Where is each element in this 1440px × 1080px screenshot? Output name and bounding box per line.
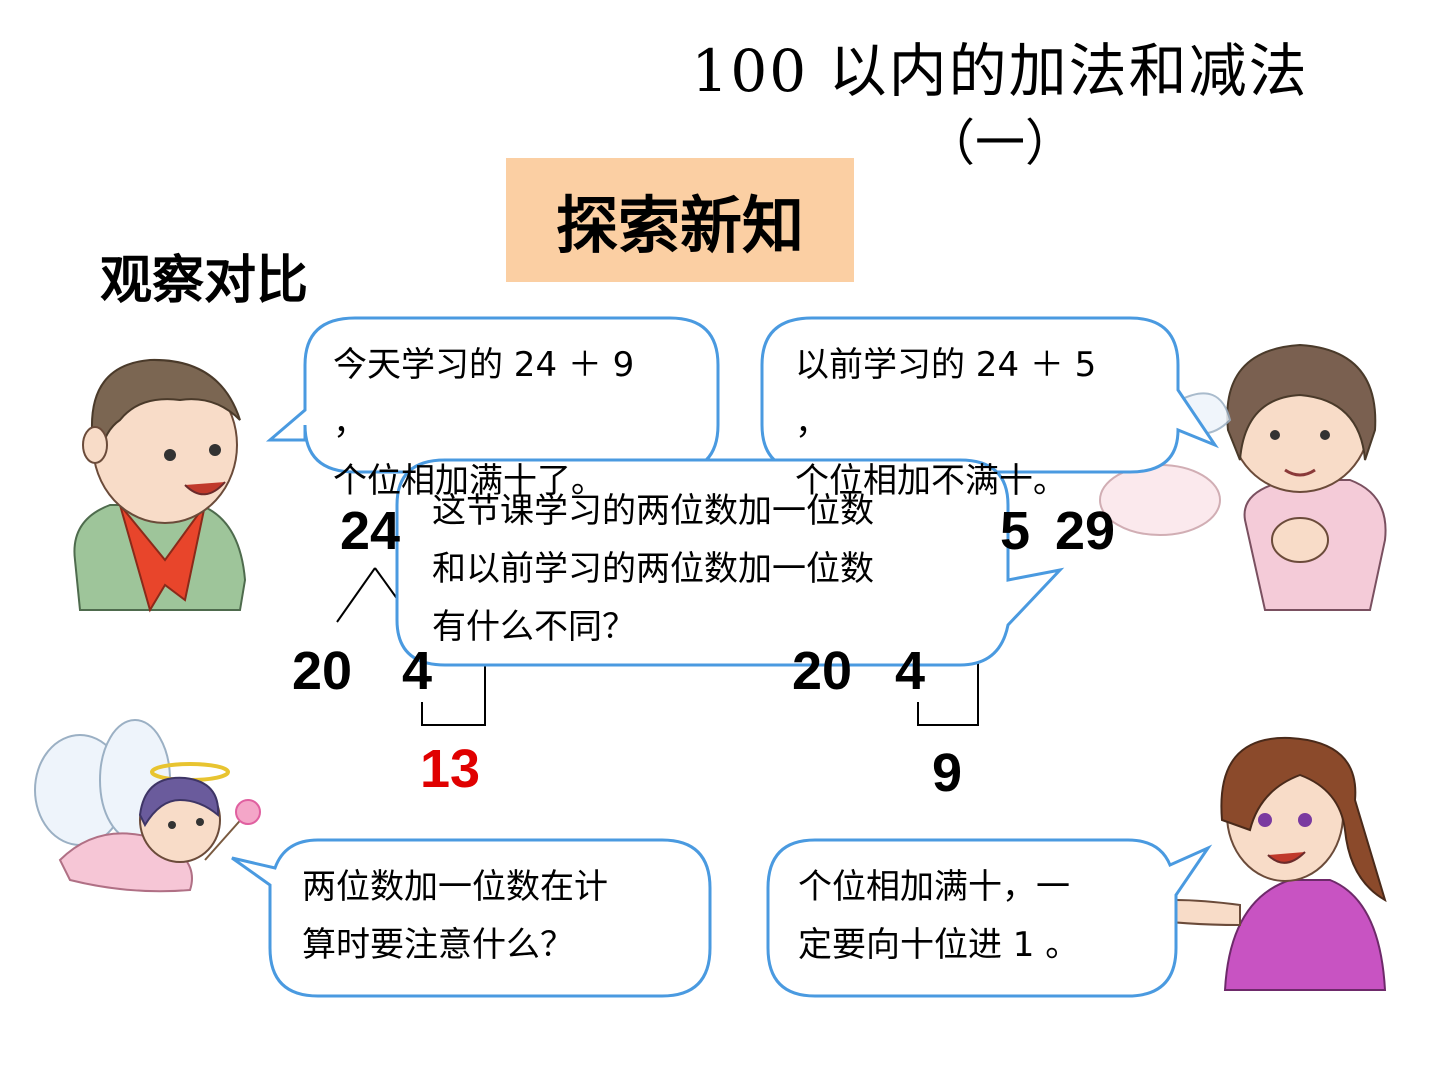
bottom-right-bubble-shape xyxy=(766,838,1213,998)
right-calc-tens: 20 xyxy=(792,641,853,701)
section-subtitle: 观察对比 xyxy=(100,251,309,311)
right-bubble-line3: 个位相加不满十。 xyxy=(795,461,1067,501)
left-bubble-shape xyxy=(265,316,720,474)
center-bubble-shape xyxy=(395,458,1065,667)
center-bubble-line2: 和以前学习的两位数加一位数 xyxy=(432,549,874,589)
right-bubble-shape xyxy=(760,316,1219,474)
angel-illustration xyxy=(34,719,261,893)
bottom-left-bubble-line1: 两位数加一位数在计 xyxy=(302,867,608,907)
bottom-left-bubble-line2: 算时要注意什么？ xyxy=(302,925,574,965)
left-bubble-line2: ， xyxy=(333,403,367,443)
boy-illustration xyxy=(73,358,247,613)
right-bubble-text: 以前学习的 24 ＋ 5 ， 个位相加不满十。 xyxy=(795,336,1096,510)
right-bubble-line2: ， xyxy=(795,403,829,443)
bottom-right-bubble-text: 个位相加满十，一 定要向十位进 1 。 xyxy=(798,858,1079,974)
girl-illustration xyxy=(1226,343,1387,611)
right-calc-ones: 4 xyxy=(895,641,926,701)
left-calc-top-number: 24 xyxy=(340,501,401,561)
section-badge: 探索新知 xyxy=(506,158,854,282)
center-bubble-text: 这节课学习的两位数加一位数 和以前学习的两位数加一位数 有什么不同？ xyxy=(432,482,874,656)
teacher-illustration xyxy=(1123,736,1387,991)
left-calc-sum: 13 xyxy=(420,739,481,799)
bottom-left-bubble-text: 两位数加一位数在计 算时要注意什么？ xyxy=(302,858,608,974)
left-bubble-line1: 今天学习的 24 ＋ 9 xyxy=(333,345,635,385)
center-bubble-line1: 这节课学习的两位数加一位数 xyxy=(432,491,874,531)
left-bubble-line3: 个位相加满十了。 xyxy=(333,461,605,501)
left-bubble-text: 今天学习的 24 ＋ 9 ， 个位相加满十了。 xyxy=(333,336,634,510)
left-calc-ones: 4 xyxy=(402,641,433,701)
page-title-subtitle: （一） xyxy=(925,114,1075,172)
bottom-right-bubble-line1: 个位相加满十，一 xyxy=(798,867,1070,907)
bottom-left-bubble-shape xyxy=(231,838,712,998)
left-decomposition-lines xyxy=(336,567,486,726)
right-decomposition-lines xyxy=(917,660,979,726)
right-calc-result: 29 xyxy=(1055,501,1116,561)
page-title: 100 以内的加法和减法 xyxy=(691,37,1309,105)
bottom-right-bubble-line2: 定要向十位进 1 。 xyxy=(798,925,1080,965)
center-bubble-line3: 有什么不同？ xyxy=(432,607,636,647)
left-calc-tens: 20 xyxy=(292,641,353,701)
right-calc-sum: 9 xyxy=(932,743,963,803)
right-bubble-line1: 以前学习的 24 ＋ 5 xyxy=(795,345,1097,385)
right-calc-partial: 5 xyxy=(1000,501,1031,561)
